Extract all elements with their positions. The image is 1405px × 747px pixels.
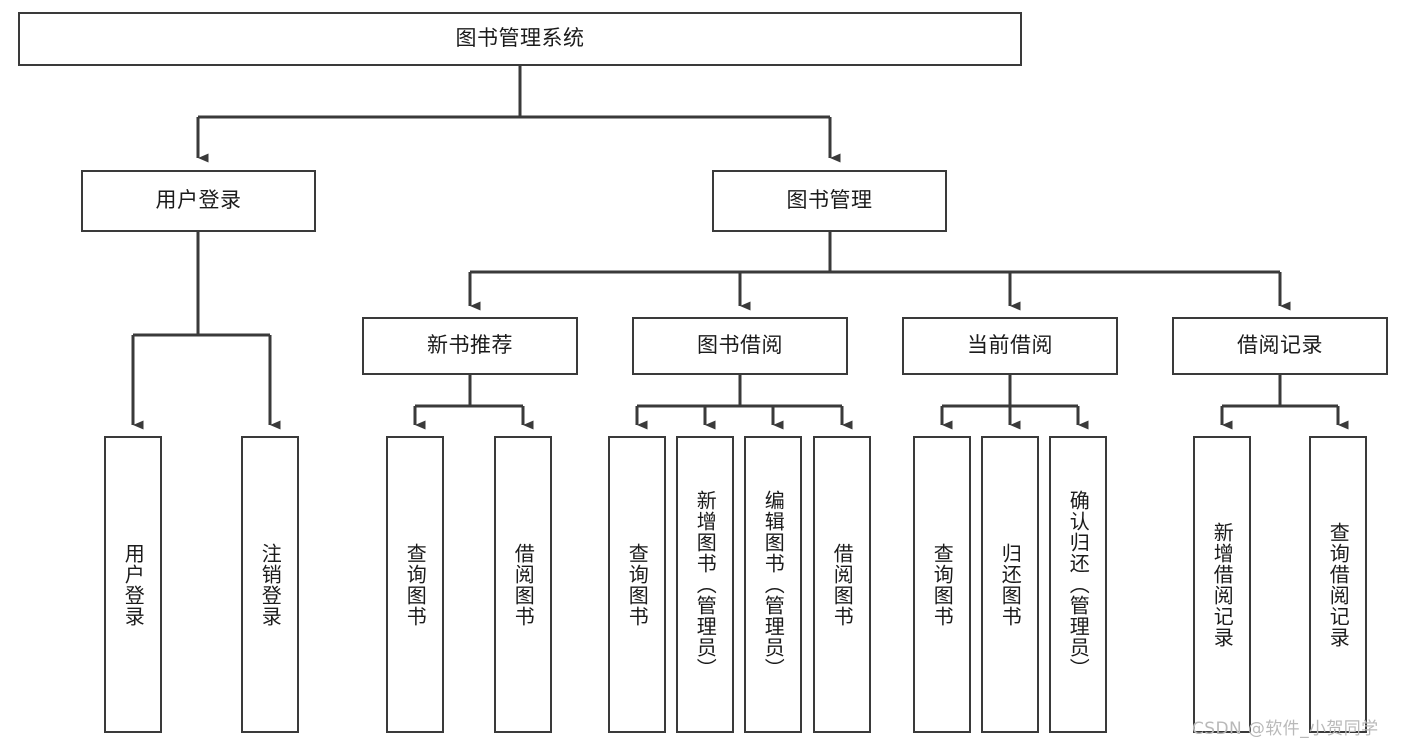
node-current-borrow-label: 当前借阅: [967, 333, 1053, 358]
node-leaf-query-book-3[interactable]: 查询图书: [913, 436, 971, 733]
node-leaf-query-book-1-label: 查询图书: [403, 542, 428, 627]
node-book-mgmt[interactable]: 图书管理: [712, 170, 947, 232]
node-leaf-query-book-2-label: 查询图书: [625, 542, 650, 627]
node-user-login[interactable]: 用户登录: [81, 170, 316, 232]
node-leaf-edit-book[interactable]: 编辑图书（管理员）: [744, 436, 802, 733]
node-leaf-user-login-label: 用户登录: [121, 542, 146, 627]
node-root-label: 图书管理系统: [455, 26, 585, 51]
node-leaf-confirm-return-label: 确认归还（管理员）: [1066, 490, 1091, 679]
node-root[interactable]: 图书管理系统: [18, 12, 1022, 66]
node-leaf-borrow-book-2-label: 借阅图书: [830, 542, 855, 627]
node-new-book-rec[interactable]: 新书推荐: [362, 317, 578, 375]
node-borrow-record[interactable]: 借阅记录: [1172, 317, 1388, 375]
node-leaf-add-book[interactable]: 新增图书（管理员）: [676, 436, 734, 733]
node-current-borrow[interactable]: 当前借阅: [902, 317, 1118, 375]
node-leaf-user-login[interactable]: 用户登录: [104, 436, 162, 733]
node-leaf-query-book-3-label: 查询图书: [930, 542, 955, 627]
node-leaf-return-book-label: 归还图书: [998, 542, 1023, 627]
node-leaf-borrow-book-2[interactable]: 借阅图书: [813, 436, 871, 733]
node-leaf-logout-label: 注销登录: [258, 542, 283, 627]
node-new-book-rec-label: 新书推荐: [427, 333, 513, 358]
node-leaf-confirm-return[interactable]: 确认归还（管理员）: [1049, 436, 1107, 733]
node-leaf-query-book-1[interactable]: 查询图书: [386, 436, 444, 733]
csdn-watermark: CSDN @软件_小贺同学: [1192, 719, 1379, 739]
node-book-borrow[interactable]: 图书借阅: [632, 317, 848, 375]
node-leaf-query-record-label: 查询借阅记录: [1326, 521, 1351, 648]
node-leaf-edit-book-label: 编辑图书（管理员）: [761, 490, 786, 679]
node-leaf-borrow-book-1[interactable]: 借阅图书: [494, 436, 552, 733]
node-book-mgmt-label: 图书管理: [786, 188, 873, 213]
node-user-login-label: 用户登录: [155, 188, 242, 213]
node-leaf-borrow-book-1-label: 借阅图书: [511, 542, 536, 627]
node-borrow-record-label: 借阅记录: [1237, 333, 1323, 358]
node-leaf-query-record[interactable]: 查询借阅记录: [1309, 436, 1367, 733]
node-leaf-add-book-label: 新增图书（管理员）: [693, 490, 718, 679]
node-leaf-query-book-2[interactable]: 查询图书: [608, 436, 666, 733]
node-book-borrow-label: 图书借阅: [697, 333, 783, 358]
node-leaf-return-book[interactable]: 归还图书: [981, 436, 1039, 733]
node-leaf-add-record-label: 新增借阅记录: [1210, 521, 1235, 648]
node-leaf-add-record[interactable]: 新增借阅记录: [1193, 436, 1251, 733]
node-leaf-logout[interactable]: 注销登录: [241, 436, 299, 733]
